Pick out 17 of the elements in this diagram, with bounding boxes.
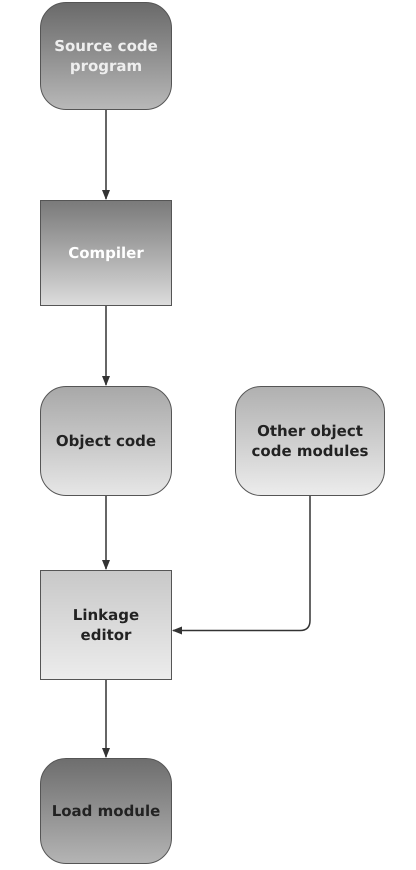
process-box: [40, 570, 172, 680]
process-box: [40, 200, 172, 306]
arrow: [102, 306, 110, 386]
terminal-box: [40, 758, 172, 864]
node-label: Load module: [52, 801, 160, 821]
node-label: Source code program: [53, 36, 159, 76]
terminal-box: [40, 386, 172, 496]
node-label: Object code: [56, 431, 156, 451]
node-label: Linkage editor: [72, 605, 140, 645]
terminal-box: [235, 386, 385, 496]
terminal-box: [40, 2, 172, 110]
node-label: Compiler: [68, 243, 144, 263]
arrow: [102, 110, 110, 200]
arrow: [102, 496, 110, 570]
arrow: [102, 680, 110, 758]
arrow: [172, 496, 311, 634]
node-label: Other object code modules: [250, 421, 370, 461]
